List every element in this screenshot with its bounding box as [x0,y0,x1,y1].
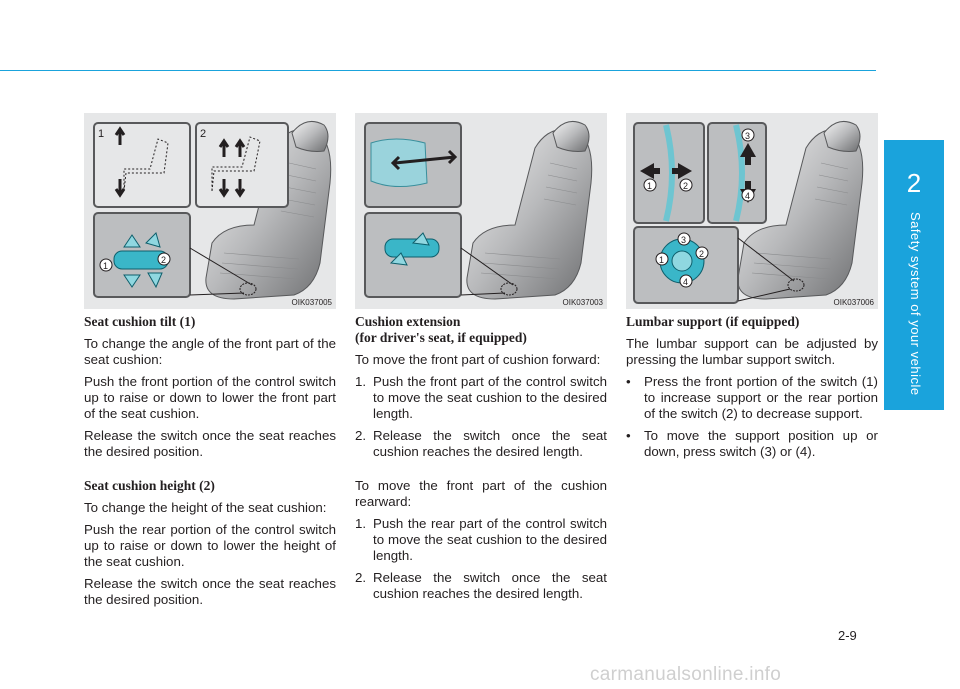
page-number: 2-9 [838,628,857,643]
figure-lumbar-support: 1 2 3 4 1 2 3 4 OIK037006 [626,113,878,309]
bullet-text: Press the front portion of the switch (1… [644,374,878,421]
list-item: 1. Push the rear part of the control swit… [355,516,607,564]
paragraph: Release the switch once the seat reaches… [84,428,336,459]
list-item: 2. Release the switch once the seat cushi… [355,570,607,602]
list-item: 1. Push the front part of the control swi… [355,374,607,422]
bullet-item: • To move the support position up or down… [626,428,878,460]
paragraph: To change the angle of the front part of… [84,336,336,367]
seat-illustration-3: 1 2 3 4 1 2 3 4 [633,120,864,304]
list-text: Release the switch once the seat cushion… [373,570,607,601]
heading-lumbar-support: Lumbar support (if equipped) [626,314,800,329]
section-seat-cushion: Seat cushion tilt (1) To change the angl… [84,314,336,614]
paragraph: To change the height of the seat cushion… [84,500,327,515]
paragraph: Push the rear portion of the control swi… [84,522,336,569]
list-text: Release the switch once the seat cushion… [373,428,607,459]
chapter-number: 2 [906,168,922,198]
seat-illustration-1: 1 2 1 2 [93,120,332,300]
callout-1: 1 [647,181,652,191]
heading-cushion-height: Seat cushion height (2) [84,478,215,493]
bullet-mark: • [626,428,631,443]
callout-3b: 3 [681,235,686,245]
callout-1: 1 [98,128,104,140]
figure-code: OIK037005 [291,298,332,307]
figure-code: OIK037006 [833,298,874,307]
callout-2: 2 [683,181,688,191]
header-rule [0,70,876,71]
figure-cushion-extension: OIK037003 [355,113,607,309]
section-cushion-extension: Cushion extension (for driver's seat, if… [355,314,607,608]
list-text: Push the rear part of the control switch… [373,516,607,563]
heading-cushion-extension-sub: (for driver's seat, if equipped) [355,330,527,345]
callout-2b: 2 [161,255,166,265]
callout-2b: 2 [699,249,704,259]
heading-cushion-extension: Cushion extension [355,314,461,329]
paragraph: The lumbar support can be adjusted by pr… [626,336,878,367]
list-number: 1. [355,374,367,389]
list-number: 1. [355,516,367,531]
list-item: 2. Release the switch once the seat cushi… [355,428,607,460]
watermark: carmanualsonline.info [590,664,782,685]
paragraph: Release the switch once the seat reaches… [84,576,336,607]
bullet-text: To move the support position up or down,… [644,428,878,459]
paragraph: To move the front part of the cushion re… [355,478,607,509]
callout-1b: 1 [659,255,664,265]
paragraph: Push the front portion of the control sw… [84,374,336,421]
bullet-item: • Press the front portion of the switch (… [626,374,878,422]
callout-2: 2 [200,128,206,140]
figure-code: OIK037003 [562,298,603,307]
chapter-tab: 2 Safety system of your vehicle [884,140,944,410]
list-number: 2. [355,428,367,443]
list-text: Push the front part of the control switc… [373,374,607,421]
seat-illustration-2 [364,120,593,300]
callout-3: 3 [745,131,750,141]
callout-4: 4 [745,191,750,201]
callout-4b: 4 [683,277,688,287]
chapter-title: Safety system of your vehicle [908,212,923,396]
paragraph: To move the front part of cushion forwar… [355,352,601,367]
heading-cushion-tilt: Seat cushion tilt (1) [84,314,196,329]
callout-1b: 1 [103,261,108,271]
figure-seat-cushion-tilt: 1 2 1 2 OIK037005 [84,113,336,309]
bullet-mark: • [626,374,631,389]
section-lumbar-support: Lumbar support (if equipped) The lumbar … [626,314,878,466]
list-number: 2. [355,570,367,585]
